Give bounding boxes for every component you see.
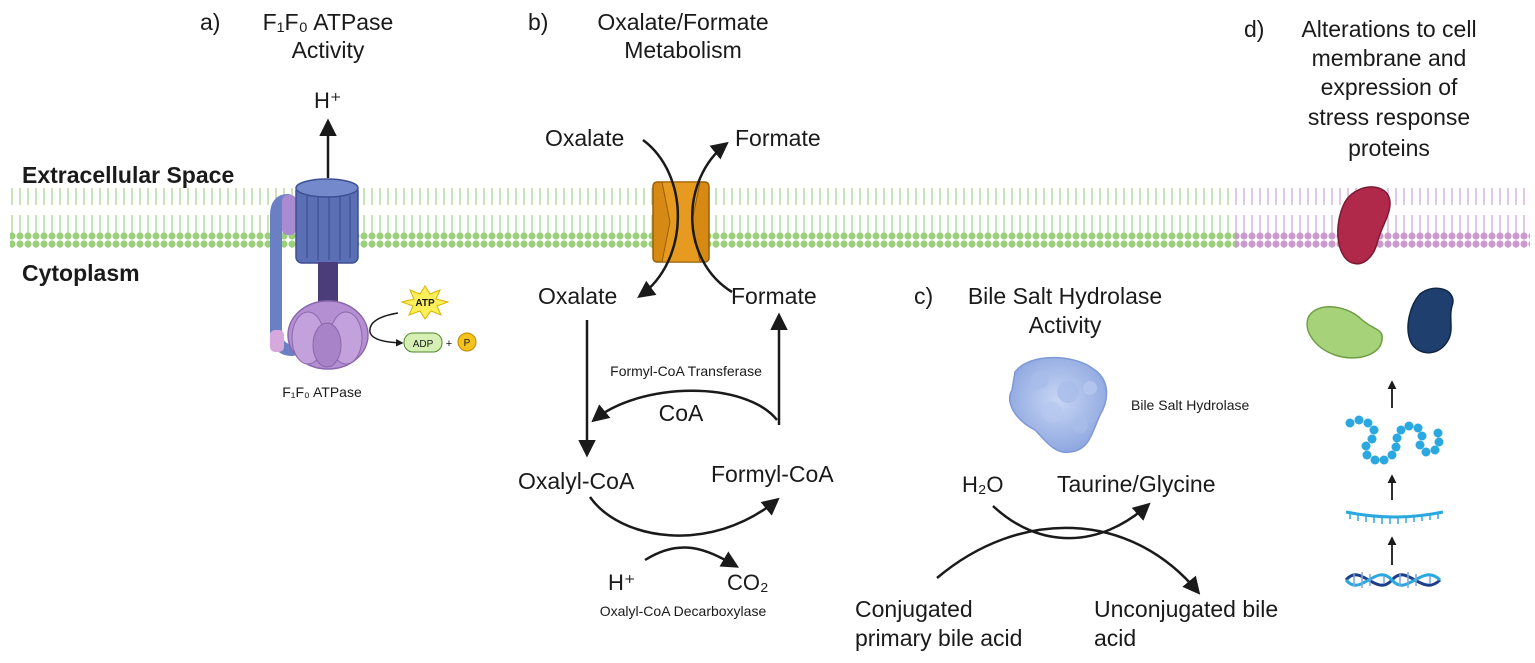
oxalate-import-arrow (637, 138, 680, 299)
adp-pill (403, 332, 443, 353)
water-label: H₂O (962, 472, 1004, 497)
stress-protein-green-icon (1306, 306, 1383, 359)
oxalate-inside-label: Oxalate (538, 283, 617, 309)
oxalate-formate-antiporter-icon (652, 181, 710, 263)
bile-salt-hydrolase-enzyme-label: Bile Salt Hydrolase (1131, 397, 1249, 413)
atp-hydrolysis-arrow (369, 312, 404, 347)
oxalyl-coa-label: Oxalyl-CoA (518, 468, 635, 494)
conjugated-bile-acid-line2: primary bile acid (855, 625, 1022, 651)
panel-c-title-line2: Activity (1029, 312, 1102, 338)
stress-protein-navy-icon (1407, 287, 1454, 354)
formyl-coa-transferase-label: Formyl-CoA Transferase (610, 363, 762, 379)
co2-label: CO₂ (727, 570, 769, 595)
unconjugated-bile-acid-line1: Unconjugated bile (1094, 596, 1278, 622)
plus-sign: + (446, 338, 452, 350)
coa-transfer-arrow (591, 389, 778, 423)
water-to-taurine-arrow (992, 502, 1151, 540)
formate-export-arrow (691, 141, 733, 294)
unconjugated-bile-acid-line2: acid (1094, 625, 1136, 651)
coa-label: CoA (659, 400, 704, 426)
proton-label-a: H⁺ (314, 88, 342, 113)
panel-c: c) Bile Salt Hydrolase Activity Bile Sal… (855, 283, 1278, 651)
cell-membrane (10, 188, 1530, 248)
panel-d-title-line2: membrane and (1312, 45, 1467, 71)
mrna-icon (1345, 510, 1444, 524)
panel-b-title-line2: Metabolism (624, 37, 742, 63)
taurine-glycine-label: Taurine/Glycine (1057, 471, 1216, 497)
deconjugation-arrow (936, 526, 1201, 595)
phosphate-label: P (464, 338, 471, 349)
atpase-icon (270, 178, 369, 370)
oxalyl-coa-decarboxylase-label: Oxalyl-CoA Decarboxylase (600, 603, 767, 619)
bile-salt-hydrolase-protein-icon (1009, 356, 1108, 454)
panel-b-title-line1: Oxalate/Formate (597, 9, 768, 35)
panel-a: a) F₁F₀ ATPase Activity H⁺ ATP ADP (200, 9, 477, 400)
proton-co2-side-arrow (644, 546, 740, 568)
panel-a-title-line1: F₁F₀ ATPase (263, 9, 394, 35)
formyl-coa-label: Formyl-CoA (711, 461, 834, 487)
cytoplasm-label: Cytoplasm (22, 260, 140, 286)
adp-label: ADP (413, 339, 434, 350)
conjugated-bile-acid-line1: Conjugated (855, 596, 973, 622)
panel-d: d) Alterations to cell membrane and expr… (1244, 16, 1477, 588)
panel-d-title-line1: Alterations to cell (1301, 16, 1476, 42)
membrane-protein-icon (1337, 186, 1391, 265)
panel-d-letter: d) (1244, 16, 1264, 42)
panel-c-title-line1: Bile Salt Hydrolase (968, 283, 1162, 309)
phosphate-icon (457, 332, 477, 352)
extracellular-space-label: Extracellular Space (22, 162, 234, 188)
atp-label: ATP (415, 298, 435, 309)
panel-a-title-line2: Activity (292, 37, 365, 63)
formate-inside-label: Formate (731, 283, 817, 309)
proton-label-b: H⁺ (608, 570, 636, 595)
atp-burst-icon (400, 285, 450, 320)
formate-outside-label: Formate (735, 125, 821, 151)
panel-d-title-line4: stress response (1308, 104, 1470, 130)
panel-d-title-line3: expression of (1321, 74, 1458, 100)
decarboxylation-arrow (588, 496, 780, 537)
panel-b: b) Oxalate/Formate Metabolism Oxalate Fo… (518, 9, 834, 619)
panel-c-letter: c) (914, 283, 933, 309)
atpase-enzyme-label: F₁F₀ ATPase (282, 384, 362, 400)
oxalate-outside-label: Oxalate (545, 125, 624, 151)
panel-d-title-line5: proteins (1348, 135, 1430, 161)
panel-b-letter: b) (528, 9, 548, 35)
dna-helix-icon (1344, 572, 1442, 588)
panel-a-letter: a) (200, 9, 220, 35)
protein-chain-icon (1345, 415, 1444, 465)
